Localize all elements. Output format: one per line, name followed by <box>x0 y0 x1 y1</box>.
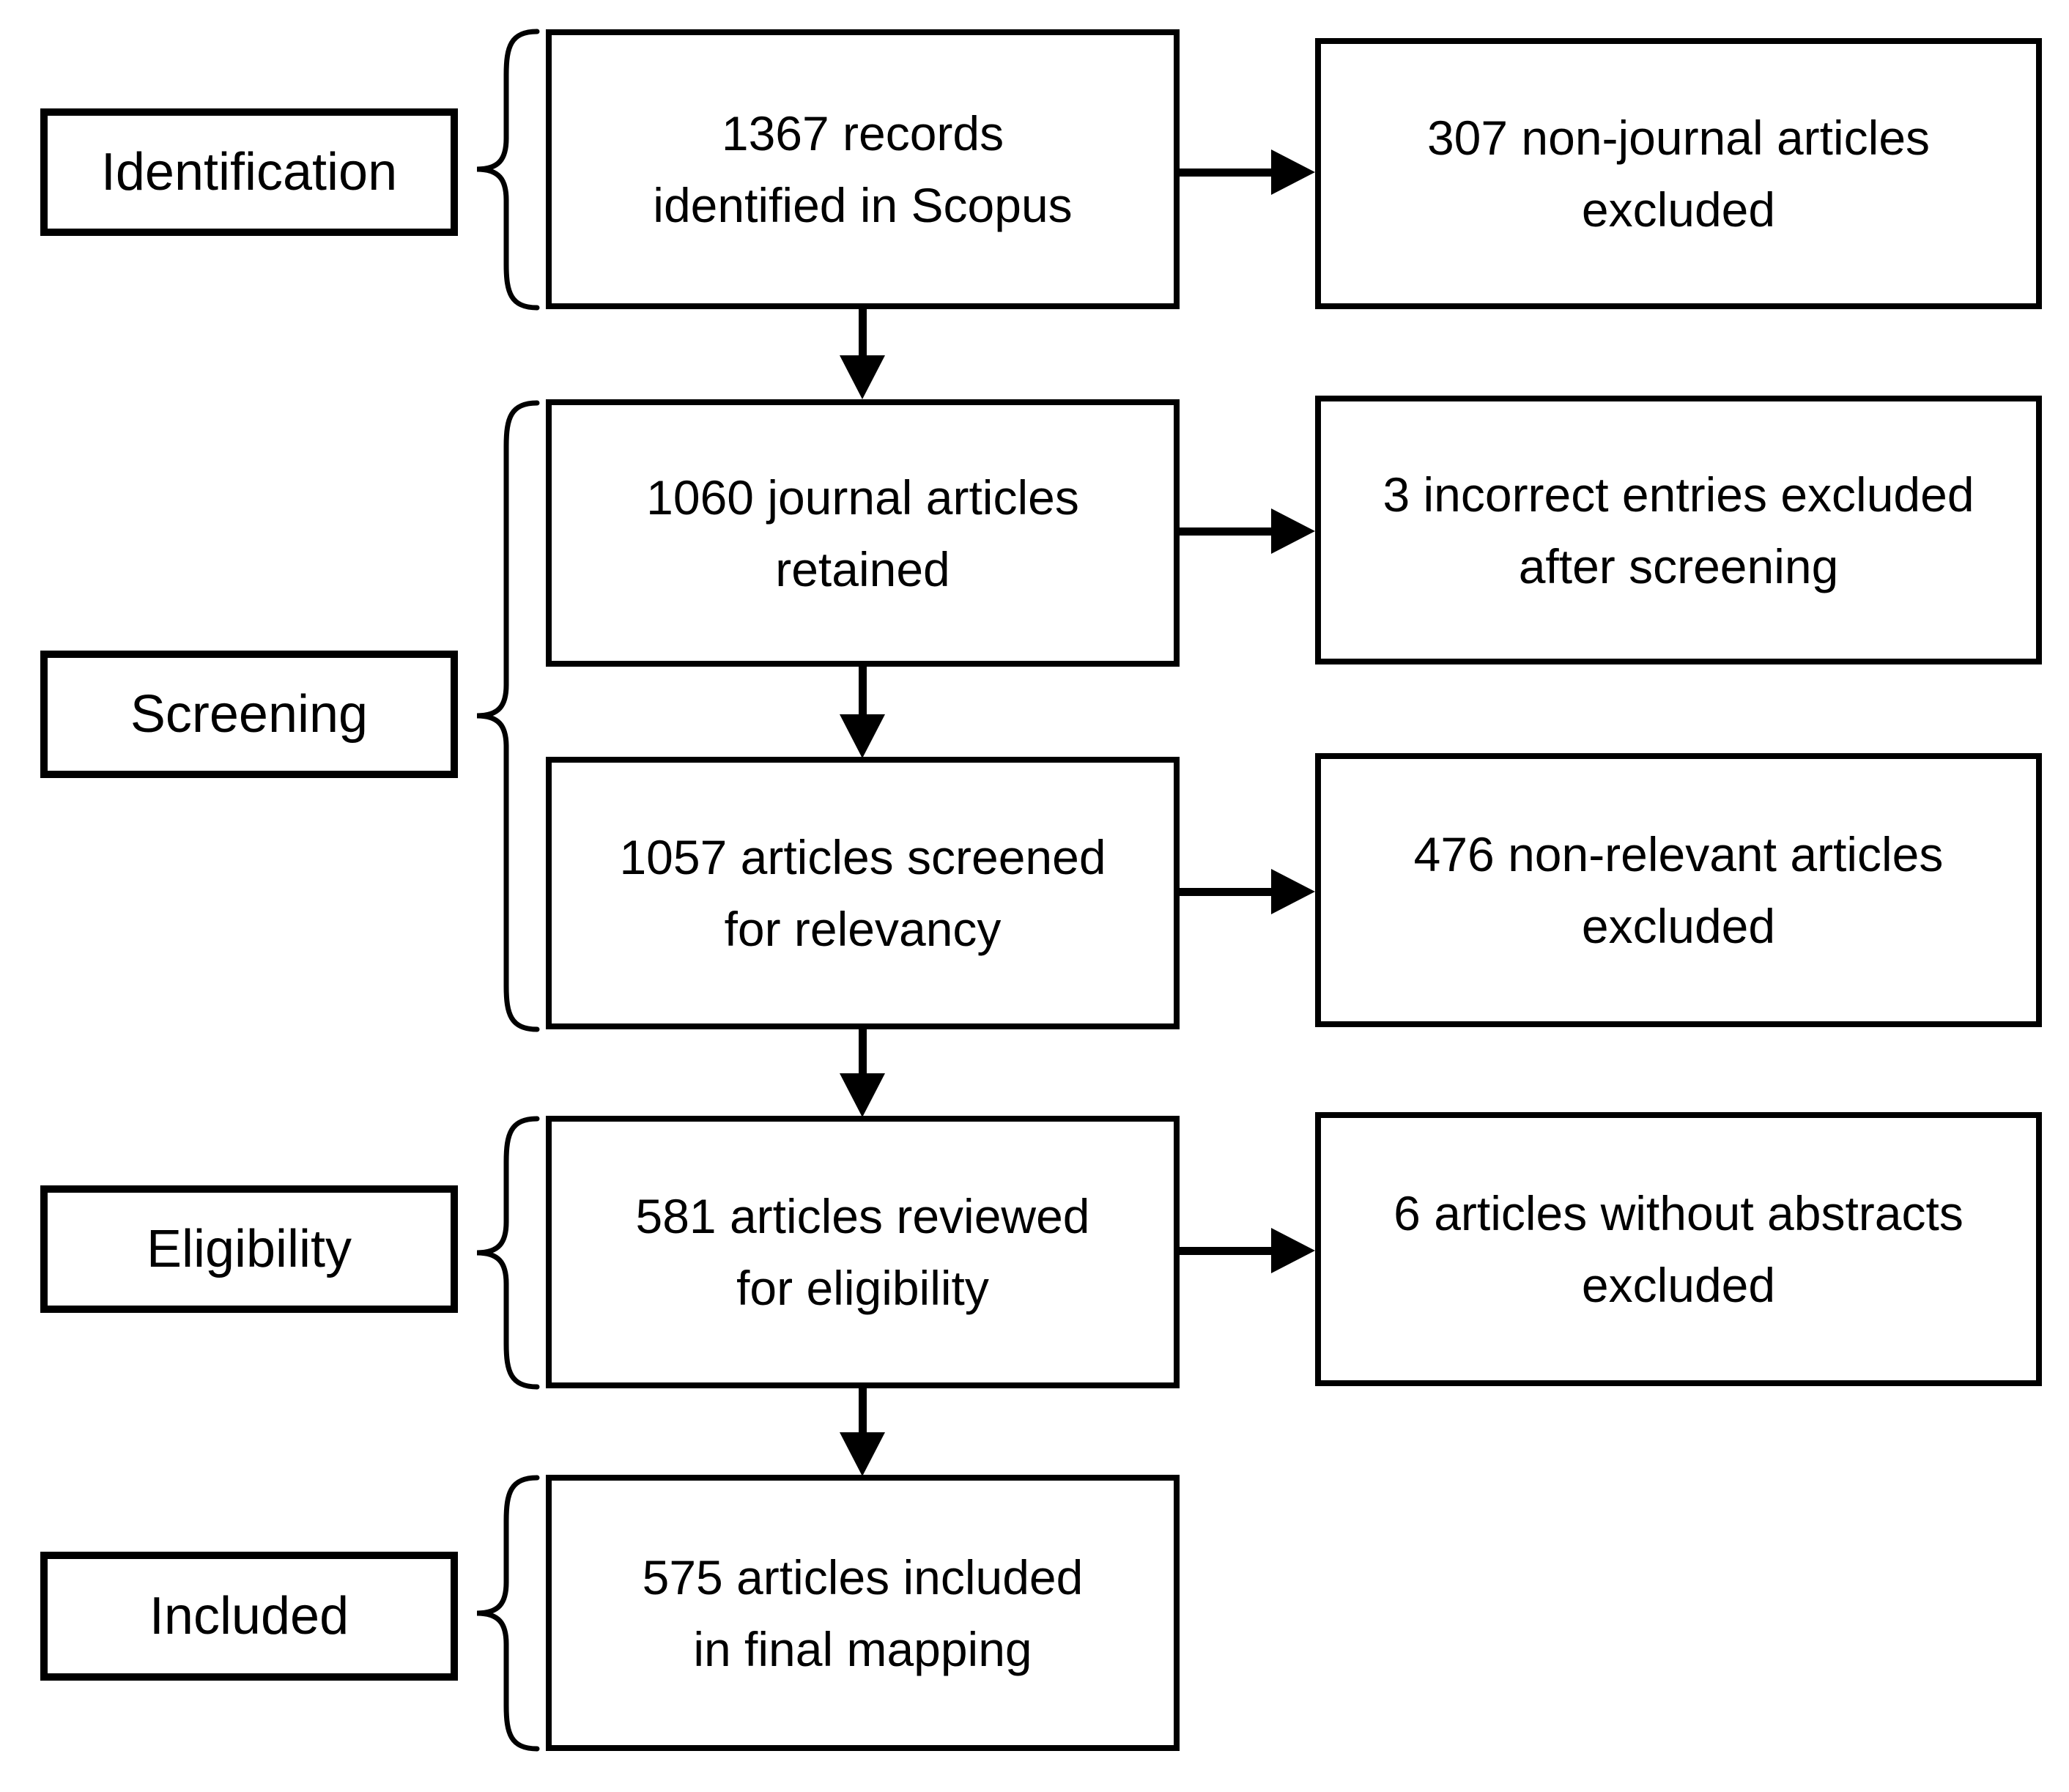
process-box-records-identified: 1367 records identified in Scopus <box>546 29 1180 309</box>
brace-eligibility-path <box>476 1116 540 1390</box>
stage-label-eligibility: Eligibility <box>40 1185 458 1313</box>
brace-screening <box>476 400 540 1032</box>
right-arrow-4-shaft <box>1180 1246 1271 1255</box>
right-arrow-4 <box>1180 1228 1315 1273</box>
process-box-journal-articles-retained-line2: retained <box>775 541 950 596</box>
right-arrow-3 <box>1180 869 1315 914</box>
process-box-records-identified-line2: identified in Scopus <box>653 178 1073 232</box>
down-arrow-2-shaft <box>858 667 867 714</box>
exclusion-box-non-journal-line2: excluded <box>1581 182 1776 237</box>
down-arrow-1-head <box>840 355 885 399</box>
brace-identification-path <box>476 29 540 311</box>
down-arrow-1 <box>840 308 885 399</box>
right-arrow-1-shaft <box>1180 168 1271 177</box>
stage-label-included-text: Included <box>149 1587 349 1645</box>
down-arrow-4-head <box>840 1432 885 1476</box>
brace-eligibility <box>476 1116 540 1390</box>
right-arrow-2-head <box>1271 508 1315 554</box>
brace-screening-path <box>476 400 540 1032</box>
down-arrow-3-head <box>840 1073 885 1117</box>
right-arrow-4-head <box>1271 1228 1315 1273</box>
exclusion-box-non-journal: 307 non-journal articles excluded <box>1315 38 2042 309</box>
down-arrow-4-shaft <box>858 1388 867 1432</box>
down-arrow-2-head <box>840 714 885 758</box>
down-arrow-3-shaft <box>858 1029 867 1073</box>
exclusion-box-non-relevant-line1: 476 non-relevant articles <box>1413 827 1944 881</box>
stage-label-screening-text: Screening <box>130 685 369 744</box>
process-box-articles-screened-line2: for relevancy <box>724 902 1002 956</box>
down-arrow-1-shaft <box>858 308 867 355</box>
process-box-articles-screened: 1057 articles screened for relevancy <box>546 757 1180 1029</box>
process-box-journal-articles-retained-line1: 1060 journal articles <box>646 470 1079 525</box>
exclusion-box-without-abstracts-line1: 6 articles without abstracts <box>1393 1186 1963 1240</box>
exclusion-box-non-relevant-line2: excluded <box>1581 899 1776 953</box>
right-arrow-2-shaft <box>1180 527 1271 536</box>
exclusion-box-non-journal-line1: 307 non-journal articles <box>1426 111 1931 165</box>
process-box-articles-included-line1: 575 articles included <box>642 1550 1084 1604</box>
right-arrow-2 <box>1180 508 1315 554</box>
stage-label-eligibility-text: Eligibility <box>146 1220 352 1278</box>
down-arrow-4 <box>840 1388 885 1476</box>
process-box-articles-screened-line1: 1057 articles screened <box>619 830 1106 884</box>
process-box-articles-included: 575 articles included in final mapping <box>546 1475 1180 1751</box>
exclusion-box-incorrect-entries-line1: 3 incorrect entries excluded <box>1383 467 1974 522</box>
brace-identification <box>476 29 540 311</box>
exclusion-box-non-relevant: 476 non-relevant articles excluded <box>1315 753 2042 1027</box>
process-box-journal-articles-retained: 1060 journal articles retained <box>546 399 1180 667</box>
process-box-articles-reviewed-line1: 581 articles reviewed <box>635 1189 1090 1243</box>
exclusion-box-without-abstracts-line2: excluded <box>1581 1258 1776 1312</box>
process-box-articles-reviewed-line2: for eligibility <box>736 1261 989 1315</box>
stage-label-included: Included <box>40 1552 458 1681</box>
down-arrow-3 <box>840 1029 885 1117</box>
stage-label-screening: Screening <box>40 651 458 778</box>
right-arrow-3-head <box>1271 869 1315 914</box>
stage-label-identification-text: Identification <box>100 143 398 201</box>
exclusion-box-without-abstracts: 6 articles without abstracts excluded <box>1315 1112 2042 1386</box>
down-arrow-2 <box>840 667 885 758</box>
process-box-records-identified-line1: 1367 records <box>721 106 1004 160</box>
exclusion-box-incorrect-entries-line2: after screening <box>1518 538 1839 593</box>
right-arrow-1 <box>1180 149 1315 195</box>
stage-label-identification: Identification <box>40 108 458 236</box>
brace-included-path <box>476 1475 540 1752</box>
process-box-articles-included-line2: in final mapping <box>693 1621 1032 1676</box>
right-arrow-1-head <box>1271 149 1315 195</box>
exclusion-box-incorrect-entries: 3 incorrect entries excluded after scree… <box>1315 396 2042 664</box>
brace-included <box>476 1475 540 1752</box>
process-box-articles-reviewed: 581 articles reviewed for eligibility <box>546 1116 1180 1388</box>
right-arrow-3-shaft <box>1180 887 1271 896</box>
